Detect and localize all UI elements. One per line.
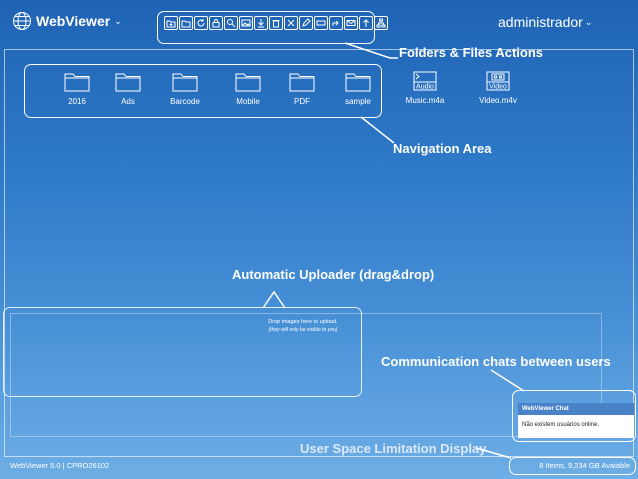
globe-icon (13, 12, 31, 30)
callout-space-box (509, 457, 636, 475)
folder-icon (345, 73, 371, 92)
callout-chat-label: Communication chats between users (381, 354, 611, 369)
lock-icon[interactable] (209, 16, 223, 30)
item-label: Music.m4a (405, 96, 445, 105)
callout-chat-box (512, 390, 636, 442)
upload-hint: Drop images here to upload. (268, 319, 338, 325)
item-label: PDF (294, 97, 310, 106)
video-file-icon: Video (486, 71, 510, 91)
upload-subhint: (they will only be visible to you) (268, 327, 338, 333)
folder-icon[interactable] (179, 16, 193, 30)
folder-icon (289, 73, 315, 92)
tree-icon[interactable] (374, 16, 388, 30)
chat-title[interactable]: WebViewer Chat (518, 403, 634, 415)
callout-uploader-pointer (262, 290, 286, 309)
new-folder-icon[interactable] (164, 16, 178, 30)
file-item-video[interactable]: Video Video.m4v (468, 71, 528, 105)
folder-icon (64, 73, 90, 92)
refresh-icon[interactable] (194, 16, 208, 30)
top-bar: WebViewer ⌄ administrador ⌄ (0, 0, 638, 46)
item-label: Barcode (170, 97, 200, 106)
callout-space-label: User Space Limitation Display (300, 441, 487, 456)
user-menu[interactable]: administrador ⌄ (498, 14, 592, 30)
callout-navigation-label: Navigation Area (393, 141, 492, 156)
close-icon[interactable] (284, 16, 298, 30)
item-label: Ads (121, 97, 135, 106)
item-label: sample (345, 97, 371, 106)
item-label: Mobile (236, 97, 260, 106)
video-tag: Video (489, 84, 507, 91)
chat-panel[interactable]: WebViewer Chat Não existem usuários onli… (518, 403, 634, 438)
folder-item-2016[interactable]: 2016 (47, 72, 107, 106)
audio-tag: Audio (416, 84, 434, 91)
version-info: WebViewer 5.0 | CPRO26102 (10, 461, 110, 470)
app-name: WebViewer (36, 13, 111, 29)
image-icon[interactable] (239, 16, 253, 30)
folder-icon (235, 73, 261, 92)
chevron-down-icon: ⌄ (114, 15, 122, 26)
folder-icon (172, 73, 198, 92)
folder-item-sample[interactable]: sample (328, 72, 388, 106)
rename-icon[interactable] (314, 16, 328, 30)
callout-toolbar-label: Folders & Files Actions (399, 45, 543, 60)
item-label: Video.m4v (479, 96, 517, 105)
edit-icon[interactable] (299, 16, 313, 30)
folder-item-barcode[interactable]: Barcode (155, 72, 215, 106)
search-icon[interactable] (224, 16, 238, 30)
uploader-callout-box (3, 307, 362, 397)
callout-space-pointer (475, 447, 512, 459)
mail-icon[interactable] (344, 16, 358, 30)
folder-icon (115, 73, 141, 92)
upload-drop-zone[interactable] (10, 313, 602, 437)
folder-item-mobile[interactable]: Mobile (218, 72, 278, 106)
callout-uploader-label: Automatic Uploader (drag&drop) (232, 267, 435, 282)
file-item-music[interactable]: Audio Music.m4a (395, 71, 455, 105)
callout-toolbar-box (157, 11, 375, 44)
callout-navigation-box (24, 64, 382, 118)
share-icon[interactable] (329, 16, 343, 30)
folder-item-ads[interactable]: Ads (98, 72, 158, 106)
app-logo[interactable]: WebViewer ⌄ (12, 11, 122, 31)
folder-item-pdf[interactable]: PDF (272, 72, 332, 106)
chevron-down-icon: ⌄ (584, 16, 593, 27)
workspace-frame (4, 49, 634, 457)
download-icon[interactable] (254, 16, 268, 30)
callout-navigation-pointer (360, 116, 395, 144)
trash-icon[interactable] (269, 16, 283, 30)
audio-file-icon: Audio (413, 71, 437, 91)
item-label: 2016 (68, 97, 86, 106)
file-actions-toolbar (164, 16, 388, 30)
storage-status: 8 Items, 9,234 GB Avaiable (539, 461, 630, 470)
callout-toolbar-pointer (344, 42, 398, 59)
chat-message: Não existem usuários online. (522, 422, 600, 428)
upload-icon[interactable] (359, 16, 373, 30)
callout-chat-pointer (490, 369, 525, 392)
status-bar: WebViewer 5.0 | CPRO26102 8 Items, 9,234… (0, 457, 638, 479)
username: administrador (498, 14, 583, 30)
